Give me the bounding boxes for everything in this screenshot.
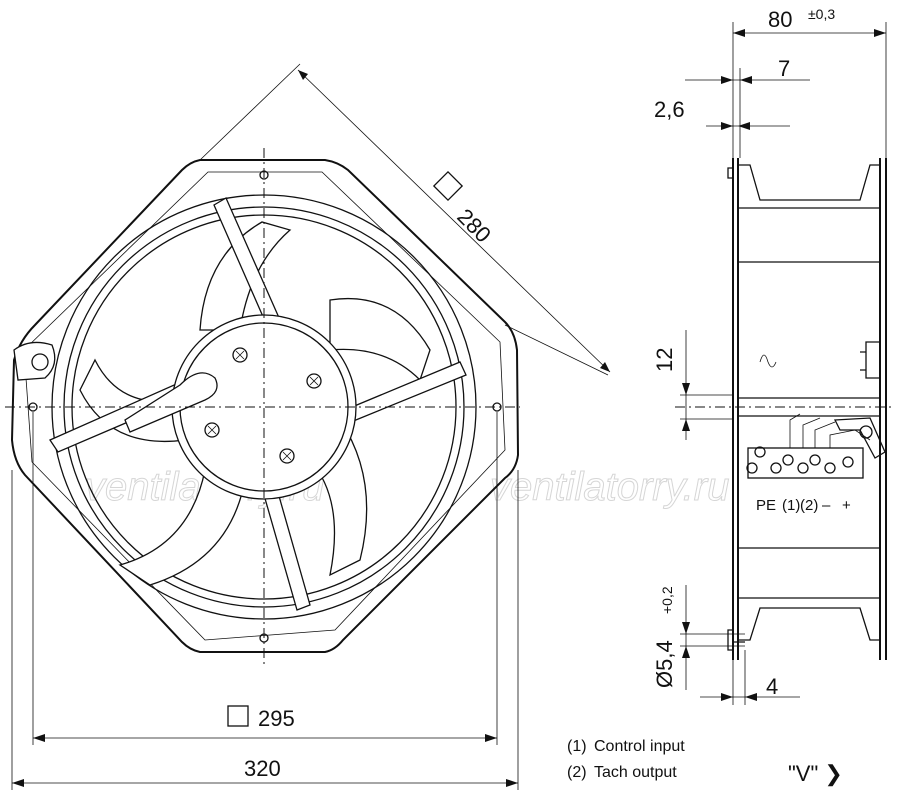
rear-bracket	[860, 341, 880, 379]
legend: (1) Control input (2) Tach output	[567, 738, 685, 781]
label-plus: +	[842, 497, 851, 514]
cable-gland	[31, 353, 49, 371]
square-symbol-280	[432, 170, 464, 202]
dim-280: 280	[452, 204, 496, 248]
legend-key-2: (2)	[567, 764, 587, 781]
dim-80: 80	[768, 7, 792, 32]
dim-280-ext	[199, 63, 609, 376]
dim-320: 320	[244, 756, 281, 781]
dim-295: 295	[258, 706, 295, 731]
dim-12-ext	[680, 394, 733, 420]
dim-ext-lines	[11, 412, 519, 790]
cable-exit	[833, 417, 886, 459]
dim-280-line	[297, 69, 611, 373]
dim-4-ext	[732, 650, 746, 705]
label-t2: (2)	[800, 497, 818, 514]
label-t1: (1)	[782, 497, 800, 514]
dim-54-tol: +0,2	[659, 586, 675, 614]
top-lug	[727, 167, 733, 179]
dim-26: 2,6	[654, 97, 685, 122]
terminal-block: PE (1) (2) – +	[746, 413, 886, 514]
dim-4: 4	[766, 674, 778, 699]
front-view: 280 295 320	[5, 63, 611, 790]
cable-guide	[124, 372, 218, 433]
dim-26-arrows	[721, 122, 750, 130]
square-symbol-295	[227, 705, 249, 727]
dim-7-arrows	[721, 76, 752, 84]
dim-12-arrows	[682, 383, 690, 431]
dim-80-ext	[732, 22, 887, 158]
bottom-profile	[738, 607, 880, 641]
dim-12: 12	[652, 348, 677, 372]
dim-54: Ø5,4	[652, 640, 677, 688]
top-profile	[738, 164, 880, 201]
legend-text-1: Control input	[594, 738, 685, 755]
ground-terminal	[754, 446, 766, 458]
terminal-strip	[747, 447, 864, 479]
label-pe: PE	[756, 497, 776, 514]
seam-mark	[759, 354, 777, 368]
rear-flange	[879, 158, 887, 660]
view-label: "V" ❯	[788, 761, 843, 787]
housing-lines	[738, 207, 880, 599]
wires	[789, 413, 871, 448]
watermark-right: ventilatorry.ru	[490, 465, 729, 509]
dim-80-tol: ±0,3	[808, 6, 835, 22]
bottom-lug	[727, 629, 745, 651]
dim-54-ext	[680, 633, 745, 647]
dim-54-arrows	[682, 622, 690, 658]
dim-4-arrows	[721, 693, 757, 701]
front-flange	[732, 158, 739, 660]
hub-screws	[204, 347, 322, 464]
dim-7: 7	[778, 56, 790, 81]
side-view: PE (1) (2) – + 80 ±0,3 7 2,6 12 Ø5,4	[652, 6, 895, 705]
legend-key-1: (1)	[567, 738, 587, 755]
legend-text-2: Tach output	[594, 764, 677, 781]
housing-inner-edge	[23, 171, 506, 641]
cable-clip	[13, 341, 56, 381]
label-minus: –	[822, 497, 831, 514]
venturi-mid	[63, 206, 465, 608]
